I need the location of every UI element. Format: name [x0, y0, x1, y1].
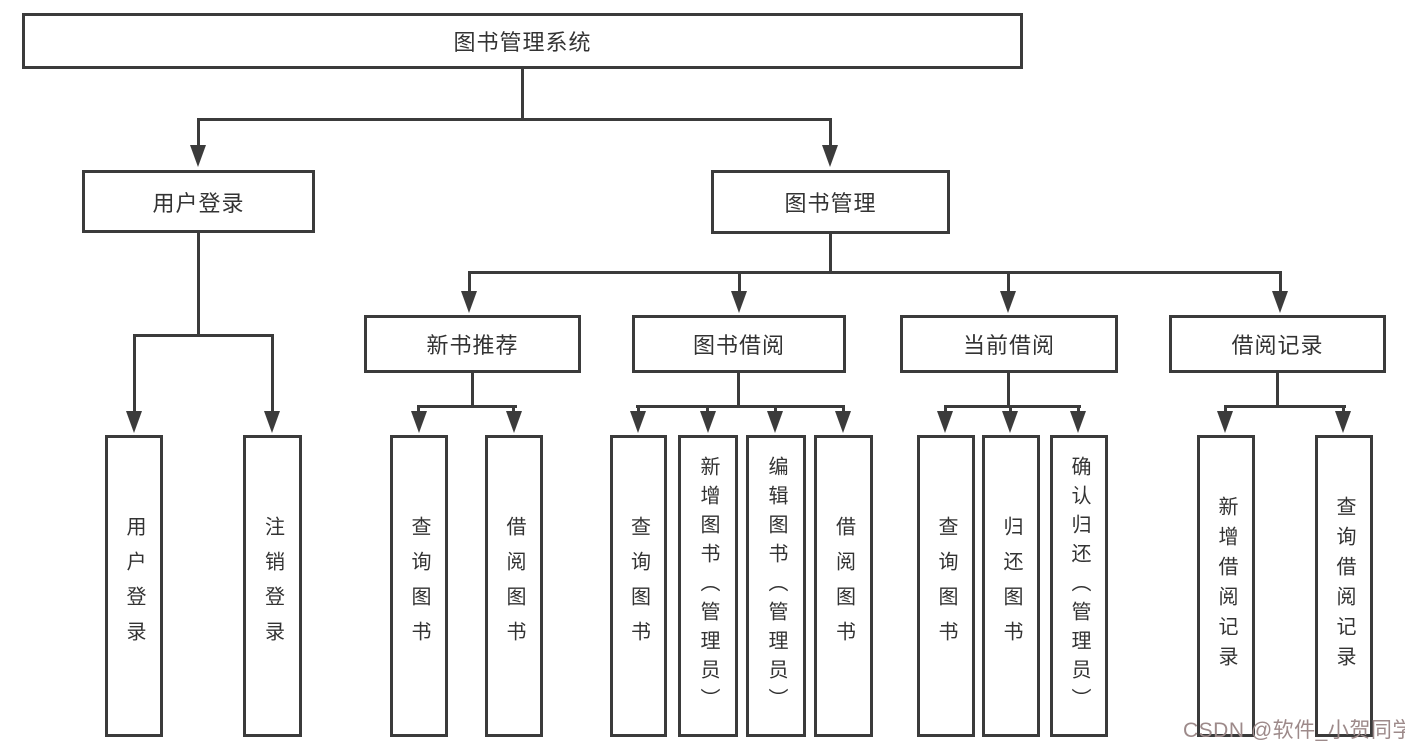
connector-line [829, 233, 832, 274]
node-label: 注销登录 [261, 516, 284, 656]
node-book-management: 图书管理 [711, 170, 950, 234]
node-label: 编辑图书（管理员） [765, 455, 787, 717]
node-label: 查询图书 [627, 516, 650, 656]
arrow-down-icon [937, 411, 953, 433]
arrow-down-icon [1002, 411, 1018, 433]
arrow-down-icon [411, 411, 427, 433]
node-user-login: 用户登录 [82, 170, 315, 233]
arrow-down-icon [700, 411, 716, 433]
arrow-down-icon [264, 411, 280, 433]
node-label: 借阅记录 [1231, 333, 1324, 358]
node-label: 图书借阅 [692, 333, 785, 358]
node-label: 新增借阅记录 [1215, 496, 1237, 676]
leaf-return-book: 归还图书 [982, 435, 1040, 737]
connector-line [133, 334, 136, 414]
node-label: 借阅图书 [503, 516, 525, 656]
connector-line [1077, 405, 1080, 413]
connector-line [1342, 405, 1345, 413]
node-label: 归还图书 [1000, 516, 1022, 656]
node-label: 用户登录 [123, 516, 145, 656]
node-label: 当前借阅 [962, 333, 1055, 358]
leaf-query-books-current: 查询图书 [917, 435, 975, 737]
connector-line [521, 69, 524, 120]
node-label: 新增图书（管理员） [697, 455, 719, 717]
connector-line [1009, 405, 1012, 413]
connector-line [417, 405, 420, 413]
connector-line [417, 405, 517, 408]
arrow-down-icon [506, 411, 522, 433]
leaf-query-borrow-record: 查询借阅记录 [1315, 435, 1373, 737]
arrow-down-icon [731, 291, 747, 313]
arrow-down-icon [190, 145, 206, 167]
node-current-borrow: 当前借阅 [900, 315, 1118, 373]
node-library-system-root: 图书管理系统 [22, 13, 1023, 69]
leaf-edit-book-admin: 编辑图书（管理员） [746, 435, 806, 737]
node-book-borrow: 图书借阅 [632, 315, 846, 373]
node-label: 查询图书 [408, 516, 430, 656]
leaf-add-borrow-record: 新增借阅记录 [1197, 435, 1255, 737]
arrow-down-icon [630, 411, 646, 433]
node-label: 用户登录 [152, 190, 245, 216]
leaf-query-books-recommend: 查询图书 [390, 435, 448, 737]
connector-line [706, 405, 709, 413]
connector-line [1007, 373, 1010, 408]
connector-line [1276, 373, 1279, 408]
connector-line [944, 405, 947, 413]
arrow-down-icon [822, 145, 838, 167]
leaf-user-login: 用户登录 [105, 435, 163, 737]
node-label: 新书推荐 [426, 333, 519, 358]
leaf-query-books-borrow: 查询图书 [610, 435, 667, 737]
node-label: 图书管理系统 [453, 30, 592, 55]
connector-line [829, 118, 832, 147]
connector-line [512, 405, 515, 413]
connector-line [1007, 271, 1010, 293]
arrow-down-icon [461, 291, 477, 313]
node-label: 确认归还（管理员） [1068, 455, 1090, 717]
connector-line [1224, 405, 1346, 408]
connector-line [774, 405, 777, 413]
node-borrow-records: 借阅记录 [1169, 315, 1386, 373]
node-label: 图书管理 [784, 191, 877, 216]
connector-line [1224, 405, 1227, 413]
leaf-borrow-books-borrow: 借阅图书 [814, 435, 873, 737]
connector-line [471, 373, 474, 408]
node-new-book-recommend: 新书推荐 [364, 315, 581, 373]
arrow-down-icon [1070, 411, 1086, 433]
leaf-confirm-return-admin: 确认归还（管理员） [1050, 435, 1108, 737]
arrow-down-icon [835, 411, 851, 433]
connector-line [133, 334, 274, 337]
arrow-down-icon [1272, 291, 1288, 313]
connector-line [197, 233, 200, 337]
leaf-logout: 注销登录 [243, 435, 302, 737]
arrow-down-icon [126, 411, 142, 433]
leaf-borrow-books-recommend: 借阅图书 [485, 435, 543, 737]
connector-line [637, 405, 640, 413]
connector-line [944, 405, 1081, 408]
connector-line [468, 271, 1282, 274]
connector-line [468, 271, 471, 293]
leaf-add-book-admin: 新增图书（管理员） [678, 435, 738, 737]
arrow-down-icon [1217, 411, 1233, 433]
connector-line [636, 405, 845, 408]
connector-line [197, 118, 200, 147]
connector-line [738, 271, 741, 293]
node-label: 查询借阅记录 [1333, 496, 1355, 676]
node-label: 查询图书 [935, 516, 957, 656]
connector-line [737, 373, 740, 408]
csdn-watermark: CSDN @软件_小贺同学 [1183, 719, 1405, 742]
connector-line [1279, 271, 1282, 293]
connector-line [842, 405, 845, 413]
node-label: 借阅图书 [832, 516, 855, 656]
connector-line [271, 334, 274, 414]
arrow-down-icon [1335, 411, 1351, 433]
arrow-down-icon [767, 411, 783, 433]
connector-line [197, 118, 832, 121]
arrow-down-icon [1000, 291, 1016, 313]
